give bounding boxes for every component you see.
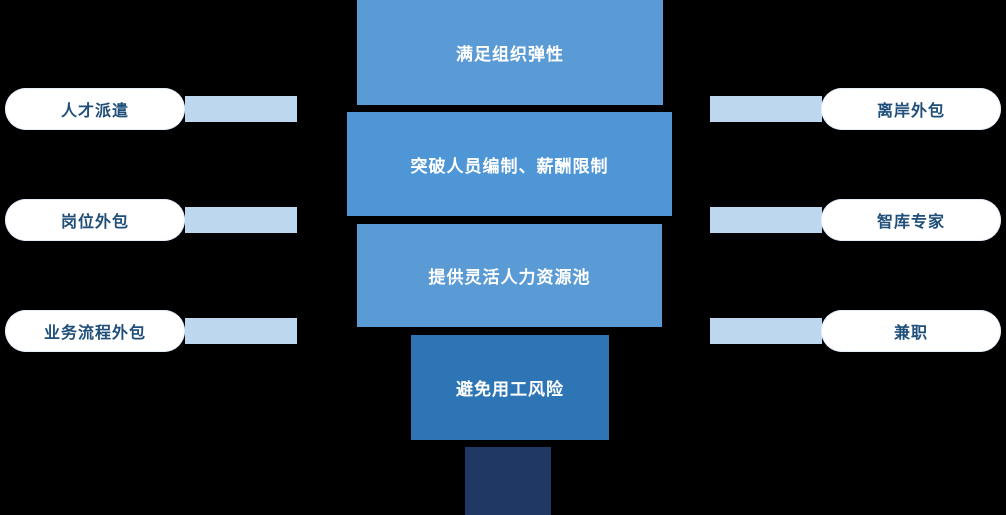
pill-part-time: 兼职: [821, 310, 1001, 352]
pill-think-tank-experts: 智库专家: [821, 199, 1001, 241]
connector-right-1: [710, 96, 822, 122]
pill-offshore-outsourcing: 离岸外包: [821, 88, 1001, 130]
pill-label: 离岸外包: [876, 103, 945, 120]
connector-right-3: [710, 318, 822, 344]
pill-talent-dispatch: 人才派遣: [5, 88, 185, 130]
funnel-block-label: 提供灵活人力资源池: [428, 268, 591, 287]
pill-position-outsourcing: 岗位外包: [5, 199, 185, 241]
pill-label: 智库专家: [876, 214, 945, 231]
funnel-block-headcount-salary-limits: 突破人员编制、薪酬限制: [347, 112, 672, 216]
pill-label: 兼职: [893, 325, 928, 342]
funnel-block-flexible-talent-pool: 提供灵活人力资源池: [357, 224, 662, 327]
connector-right-2: [710, 207, 822, 233]
funnel-block-organizational-flexibility: 满足组织弹性: [357, 0, 663, 105]
funnel-block-label: 突破人员编制、薪酬限制: [410, 156, 609, 176]
pill-business-process-outsourcing: 业务流程外包: [5, 310, 185, 352]
funnel-base-block: [465, 447, 551, 515]
pill-label: 业务流程外包: [43, 325, 146, 342]
connector-left-2: [185, 207, 297, 233]
funnel-block-label: 避免用工风险: [456, 380, 564, 399]
funnel-block-label: 满足组织弹性: [456, 45, 564, 64]
connector-left-1: [185, 96, 297, 122]
pill-label: 岗位外包: [60, 214, 129, 231]
funnel-block-avoid-employment-risk: 避免用工风险: [411, 335, 609, 440]
pill-label: 人才派遣: [60, 103, 129, 120]
connector-left-3: [185, 318, 297, 344]
